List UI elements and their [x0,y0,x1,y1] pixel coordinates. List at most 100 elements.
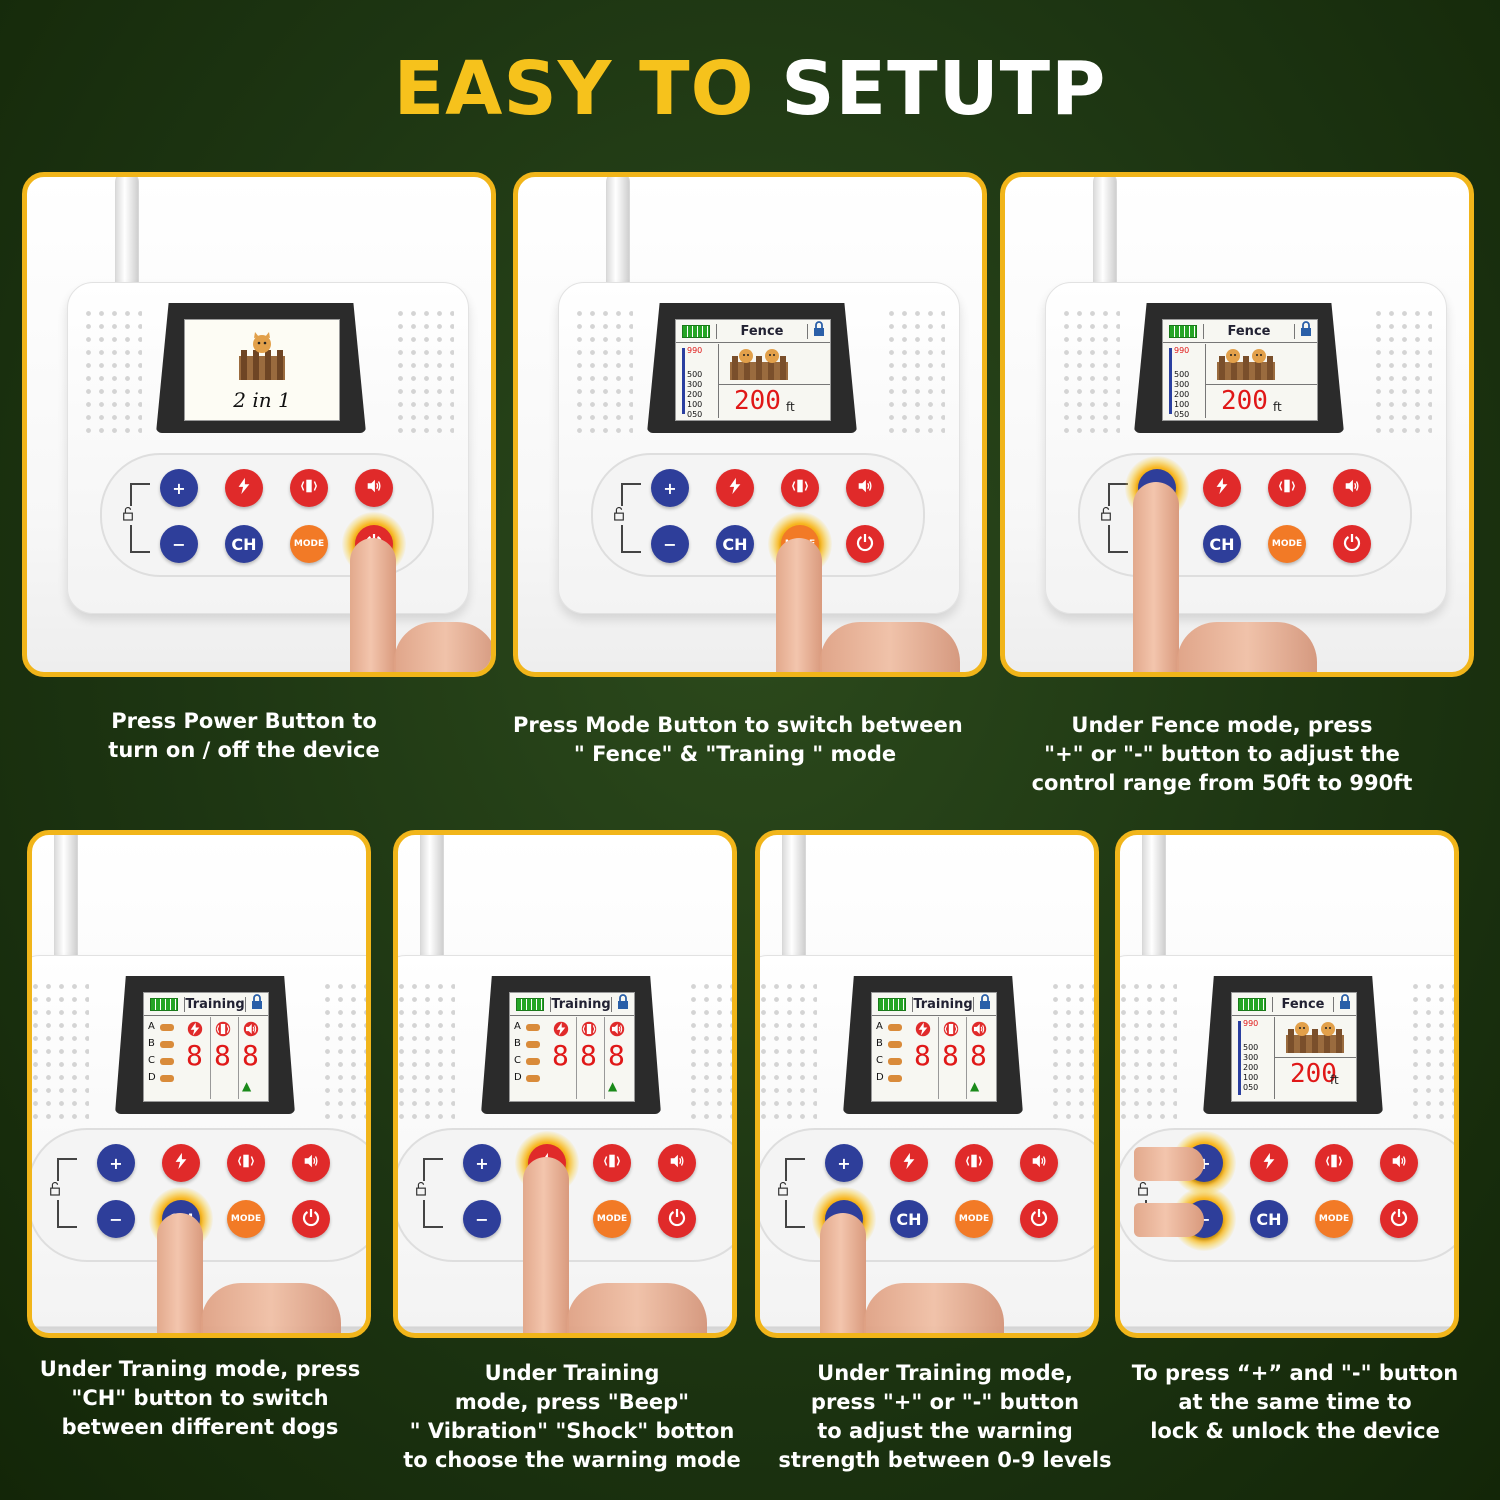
battery-icon [682,324,710,338]
antenna [1093,177,1117,289]
screen-header: Fence [676,320,830,343]
shock-button[interactable] [890,1144,928,1182]
beep-button[interactable] [846,469,884,507]
vibration-button[interactable] [1268,469,1306,507]
range-tick: 200 [1174,390,1190,399]
vibration-button[interactable] [290,469,328,507]
dog-item: C [876,1055,883,1066]
range-bar [682,348,685,414]
minus-button[interactable]: − [97,1200,135,1238]
caption-line: turn on / off the device [108,738,380,762]
shock-button[interactable] [1203,469,1241,507]
vibration-button[interactable] [955,1144,993,1182]
splash-text: 2 in 1 [233,388,291,412]
mode-button[interactable]: MODE [1268,525,1306,563]
beep-button[interactable] [1380,1144,1418,1182]
minus-button[interactable]: − [160,525,198,563]
range-value: 200 [1221,386,1268,416]
range-value: 200 [734,386,781,416]
mode-button[interactable]: MODE [593,1200,631,1238]
beep-button[interactable] [658,1144,696,1182]
unlock-icon [1100,506,1112,525]
caption-line: " Vibration" "Shock" botton [409,1419,735,1443]
shock-button[interactable] [1250,1144,1288,1182]
caption-line: Press Power Button to [111,709,377,733]
range-tick: 990 [1243,1019,1259,1028]
shock-icon [726,477,744,499]
ch-button[interactable]: CH [1250,1200,1288,1238]
mode-button[interactable]: MODE [955,1200,993,1238]
beep-button[interactable] [1020,1144,1058,1182]
speaker-grille-right [1409,980,1454,1120]
caption-line: "+" or "-" button to adjust the [1044,742,1400,766]
column-divider [938,1017,939,1099]
ch-button[interactable]: CH [716,525,754,563]
plus-button[interactable]: + [651,469,689,507]
mode-label-fence: Fence [716,323,808,339]
power-icon [855,532,875,556]
ch-button[interactable]: CH [1203,525,1241,563]
range-value: 200 [1290,1059,1337,1089]
power-button[interactable] [846,525,884,563]
dog-item: D [148,1072,156,1083]
vibration-button[interactable] [1315,1144,1353,1182]
shock-button[interactable] [716,469,754,507]
hand [864,1283,1004,1333]
speaker-grille-left [398,980,455,1120]
plus-button[interactable]: + [160,469,198,507]
power-button[interactable] [1380,1200,1418,1238]
beep-button[interactable] [1333,469,1371,507]
ch-button[interactable]: CH [890,1200,928,1238]
caption-line: Under Fence mode, press [1071,713,1373,737]
shock-icon [1260,1152,1278,1174]
vibration-button[interactable] [781,469,819,507]
shock-level-icon [915,1021,931,1037]
vibration-button[interactable] [227,1144,265,1182]
level-digit: 8 [580,1039,597,1072]
mode-button[interactable]: MODE [227,1200,265,1238]
battery-icon [878,997,906,1011]
shock-icon [900,1152,918,1174]
level-digit: 8 [914,1039,931,1072]
power-button[interactable] [292,1200,330,1238]
unlock-icon [777,1181,789,1200]
shock-button[interactable] [162,1144,200,1182]
power-button[interactable] [1020,1200,1058,1238]
level-digit: 8 [552,1039,569,1072]
mode-label-fence: Fence [1272,996,1334,1012]
shock-icon [1213,477,1231,499]
power-button[interactable] [1333,525,1371,563]
hand [567,1283,707,1333]
shock-button[interactable] [225,469,263,507]
battery-icon [516,997,544,1011]
level-digit: 8 [186,1039,203,1072]
divider [1205,384,1317,385]
plus-button[interactable]: + [463,1144,501,1182]
minus-button[interactable]: − [463,1200,501,1238]
mode-button[interactable]: MODE [1315,1200,1353,1238]
level-digit: 8 [242,1039,259,1072]
mode-button[interactable]: MODE [290,525,328,563]
power-button[interactable] [658,1200,696,1238]
minus-button[interactable]: − [651,525,689,563]
ch-button[interactable]: CH [225,525,263,563]
dogs-fence-icon [1284,1021,1346,1059]
vibration-button[interactable] [593,1144,631,1182]
range-tick: 500 [1174,370,1190,379]
speaker-grille-right [885,307,945,437]
beep-button[interactable] [292,1144,330,1182]
plus-button[interactable]: + [825,1144,863,1182]
up-arrow-icon: ▲ [242,1079,252,1093]
dogs-fence-icon [728,348,790,386]
dog-item: A [148,1021,155,1032]
beep-icon [1342,477,1362,499]
speaker-grille-left [1060,307,1120,437]
plus-button[interactable]: + [97,1144,135,1182]
beep-button[interactable] [355,469,393,507]
